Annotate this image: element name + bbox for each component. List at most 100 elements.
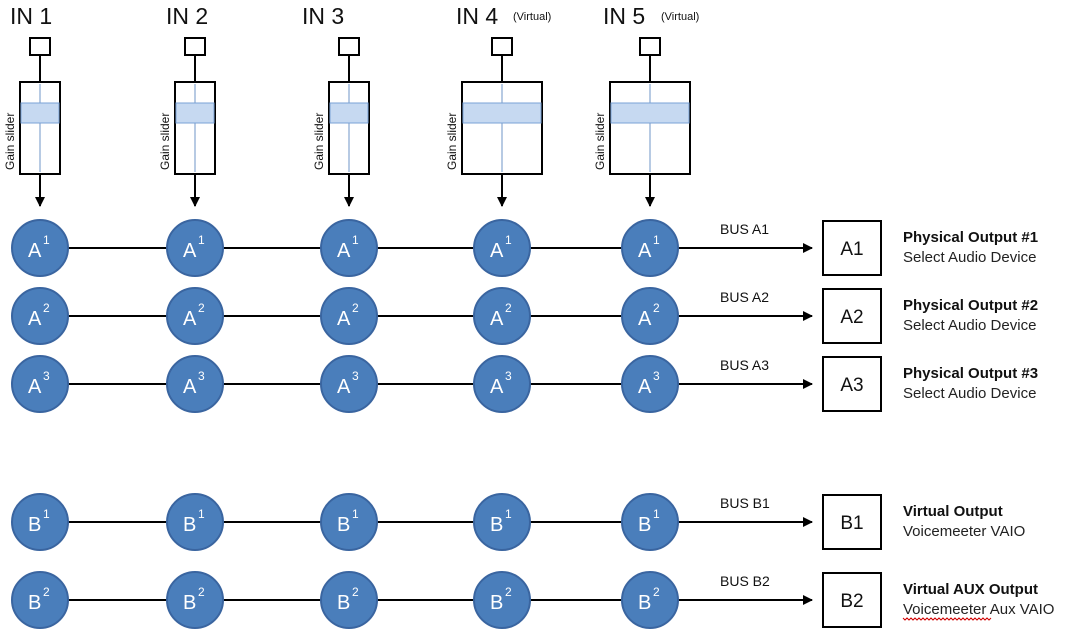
bus-node-letter: B	[337, 592, 350, 614]
bus-node-circle	[621, 287, 679, 345]
bus-node-number: 2	[653, 301, 660, 315]
bus-node-circle	[320, 287, 378, 345]
gain-slider-thumb	[329, 102, 369, 124]
output-title: Virtual Output	[903, 503, 1003, 520]
bus-node-letter: A	[638, 376, 652, 398]
bus-node-letter: A	[490, 376, 504, 398]
input-jack-icon	[184, 37, 206, 56]
bus-node-number: 3	[352, 369, 359, 383]
bus-node-letter: B	[337, 514, 350, 536]
bus-node-letter: A	[183, 376, 197, 398]
output-subtitle: Select Audio Device	[903, 385, 1036, 402]
bus-node-letter: A	[28, 240, 42, 262]
bus-node-circle	[320, 219, 378, 277]
gain-slider-thumb	[20, 102, 60, 124]
bus-node-circle	[11, 571, 69, 629]
bus-node-circle	[621, 493, 679, 551]
output-box	[822, 494, 882, 550]
bus-node-number: 2	[198, 585, 205, 599]
bus-node-number: 2	[352, 301, 359, 315]
bus-node-number: 3	[43, 369, 50, 383]
input-jack-icon	[338, 37, 360, 56]
bus-node-number: 2	[505, 301, 512, 315]
bus-node-circle	[166, 287, 224, 345]
bus-node-circle	[621, 355, 679, 413]
gain-slider-label: Gain slider	[312, 113, 326, 170]
bus-node-circle	[320, 571, 378, 629]
bus-node-circle	[166, 571, 224, 629]
bus-node-circle	[473, 571, 531, 629]
output-box	[822, 572, 882, 628]
bus-node-circle	[11, 355, 69, 413]
input-jack-icon	[491, 37, 513, 56]
input-strip-4: IN 4(Virtual)Gain slider	[445, 3, 551, 207]
bus-node-circle	[473, 355, 531, 413]
bus-node-circle	[473, 493, 531, 551]
bus-node-circle	[621, 571, 679, 629]
bus-node-circle	[166, 219, 224, 277]
gain-slider-label: Gain slider	[593, 113, 607, 170]
bus-node-circle	[320, 355, 378, 413]
gain-slider-thumb	[462, 102, 542, 124]
output-title: Physical Output #3	[903, 365, 1038, 382]
bus-node-letter: A	[490, 308, 504, 330]
output-title: Physical Output #1	[903, 229, 1038, 246]
bus-node-circle	[320, 493, 378, 551]
bus-node-circle	[473, 287, 531, 345]
bus-node-circle	[166, 493, 224, 551]
bus-node-circle	[11, 287, 69, 345]
bus-node-letter: B	[638, 514, 651, 536]
input-title: IN 4	[456, 3, 498, 29]
bus-node-number: 1	[653, 507, 660, 521]
output-box-label: A2	[840, 307, 863, 328]
bus-label: BUS A3	[720, 357, 769, 373]
bus-node-number: 1	[653, 233, 660, 247]
output-box-label: B1	[840, 513, 863, 534]
output-title: Physical Output #2	[903, 297, 1038, 314]
input-title: IN 5	[603, 3, 645, 29]
input-virtual-note: (Virtual)	[513, 11, 551, 23]
output-box	[822, 220, 882, 276]
bus-node-letter: B	[183, 592, 196, 614]
bus-node-letter: A	[337, 376, 351, 398]
bus-node-number: 2	[43, 301, 50, 315]
bus-node-letter: A	[183, 240, 197, 262]
bus-node-number: 3	[653, 369, 660, 383]
gain-slider-thumb	[610, 102, 690, 124]
bus-node-letter: A	[490, 240, 504, 262]
bus-node-number: 3	[198, 369, 205, 383]
bus-node-number: 2	[198, 301, 205, 315]
bus-node-number: 2	[352, 585, 359, 599]
bus-node-number: 2	[505, 585, 512, 599]
output-a2: A2 Physical Output #2 Select Audio Device	[822, 288, 1038, 344]
output-box-label: B2	[840, 591, 863, 612]
output-subtitle: Select Audio Device	[903, 317, 1036, 334]
